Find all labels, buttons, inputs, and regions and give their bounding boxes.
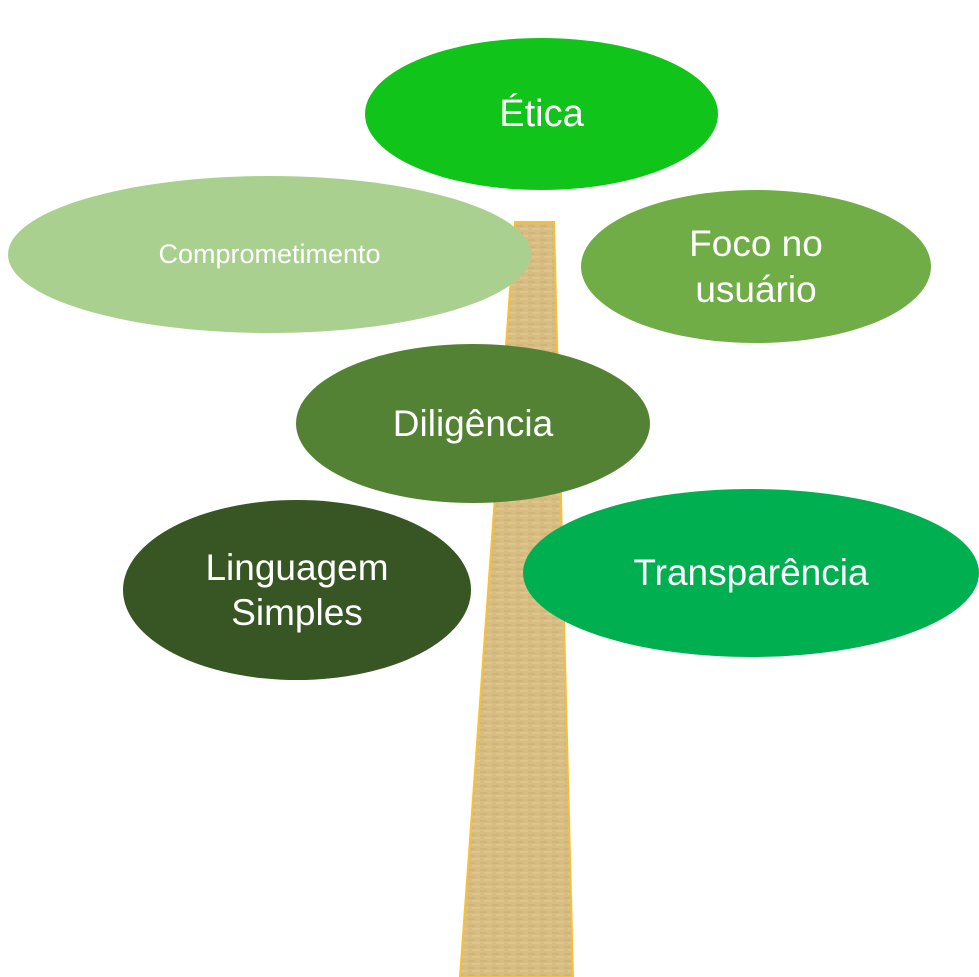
value-foco-no-usuario-label: Foco no usuário <box>689 223 823 310</box>
value-etica-label: Ética <box>499 92 584 135</box>
value-diligencia-ellipse: Diligência <box>296 344 650 503</box>
value-linguagem-simples-ellipse: Linguagem Simples <box>123 500 471 680</box>
value-diligencia-label: Diligência <box>392 402 554 444</box>
value-comprometimento-label: Comprometimento <box>158 239 381 270</box>
value-comprometimento-ellipse: Comprometimento <box>8 176 531 333</box>
value-etica-ellipse: Ética <box>365 38 718 190</box>
value-linguagem-simples-label: Linguagem Simples <box>205 546 389 633</box>
value-foco-no-usuario-ellipse: Foco no usuário <box>581 190 931 343</box>
value-transparencia-ellipse: Transparência <box>523 489 979 657</box>
value-transparencia-label: Transparência <box>633 552 869 594</box>
